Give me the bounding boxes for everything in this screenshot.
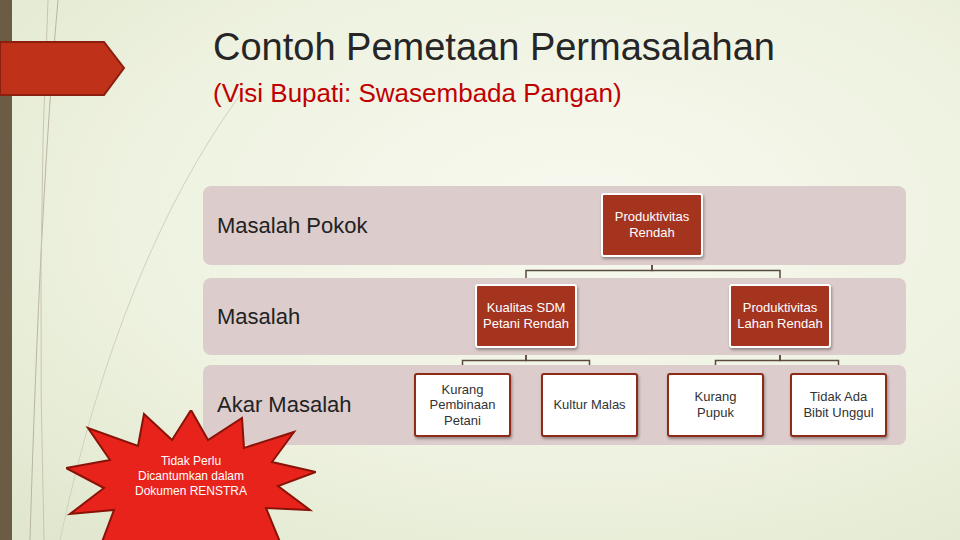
problem-box: Kurang Pupuk bbox=[667, 373, 764, 437]
problem-box: Kualitas SDM Petani Rendah bbox=[475, 284, 577, 348]
node-label: Produktivitas Lahan Rendah bbox=[737, 300, 823, 331]
slide-title: Contoh Pemetaan Permasalahan bbox=[213, 26, 775, 69]
node-label: Tidak Ada Bibit Unggul bbox=[798, 389, 879, 420]
problem-box: Produktivitas Rendah bbox=[601, 193, 703, 257]
node-label: Kurang Pupuk bbox=[675, 389, 756, 420]
node-label: Kultur Malas bbox=[553, 397, 625, 413]
node-label: Kurang Pembinaan Petani bbox=[422, 382, 503, 429]
starburst-callout: Tidak Perlu Dicantumkan dalam Dokumen RE… bbox=[66, 410, 316, 540]
node-label: Kualitas SDM Petani Rendah bbox=[483, 300, 569, 331]
problem-box: Tidak Ada Bibit Unggul bbox=[790, 373, 887, 437]
node-label: Produktivitas Rendah bbox=[609, 209, 695, 240]
red-arrow bbox=[0, 42, 124, 95]
level-band: Masalah Pokok Produktivitas Rendah bbox=[203, 186, 906, 265]
problem-box: Kultur Malas bbox=[541, 373, 638, 437]
problem-box: Kurang Pembinaan Petani bbox=[414, 373, 511, 437]
level-band: Masalah Kualitas SDM Petani Rendah Produkt… bbox=[203, 278, 906, 355]
node-label: Tidak Perlu Dicantumkan dalam Dokumen RE… bbox=[126, 454, 256, 499]
node-label: Akar Masalah bbox=[217, 392, 352, 418]
slide-subtitle: (Visi Bupati: Swasembada Pangan) bbox=[213, 78, 622, 109]
node-label: Masalah bbox=[217, 304, 300, 330]
node-label: Masalah Pokok bbox=[217, 213, 367, 239]
problem-box: Produktivitas Lahan Rendah bbox=[729, 284, 831, 348]
level-band: Akar Masalah Kurang Pembinaan Petani Kultu… bbox=[203, 365, 906, 445]
